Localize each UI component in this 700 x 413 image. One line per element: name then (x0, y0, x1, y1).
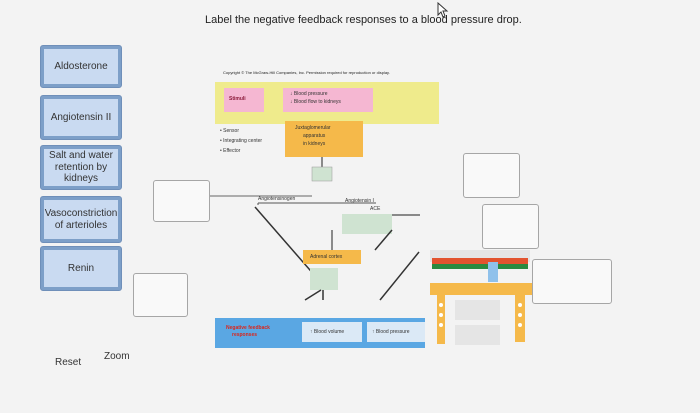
label-salt-water-retention[interactable]: Salt and water retention by kidneys (40, 145, 122, 190)
drop-target-1[interactable] (153, 180, 210, 222)
stimuli-line-2: ↓ Blood flow to kidneys (290, 99, 341, 105)
legend-integrating: • Integrating center (220, 138, 263, 144)
label-aldosterone[interactable]: Aldosterone (40, 45, 122, 88)
label-vasoconstriction-text: Vasoconstriction of arterioles (44, 200, 118, 239)
node-green-1 (311, 166, 333, 182)
drop-target-2[interactable] (463, 153, 520, 198)
legend-integrating-text: Integrating center (223, 138, 263, 144)
vessel-illustration (430, 250, 532, 345)
legend-sensor-text: Sensor (223, 128, 239, 134)
adrenal-box (303, 250, 361, 264)
neg-feedback-line-1: Negative feedback (226, 325, 270, 331)
label-renin-text: Renin (44, 250, 118, 287)
stimuli-label: Stimuli (229, 96, 246, 102)
blood-pressure-box (367, 322, 425, 342)
juxta-line-1: Juxtaglomerular (295, 125, 331, 131)
label-aldosterone-text: Aldosterone (44, 49, 118, 84)
ace-label: ACE (370, 206, 381, 212)
label-angiotensin-ii[interactable]: Angiotensin II (40, 95, 122, 140)
stimuli-text-box (283, 88, 373, 112)
angiotensin-i-label: Angiotensin I (345, 198, 374, 204)
drop-target-5[interactable] (532, 259, 612, 304)
reset-button[interactable]: Reset (55, 357, 82, 368)
juxta-box (285, 121, 363, 157)
neg-feedback-line-2: responses (232, 332, 258, 338)
blood-volume-label: ↑ Blood volume (310, 329, 345, 335)
label-vasoconstriction[interactable]: Vasoconstriction of arterioles (40, 196, 122, 243)
angiotensinogen-label: Angiotensinogen (258, 196, 296, 202)
juxta-line-2: apparatus (303, 133, 326, 139)
drop-target-3[interactable] (482, 204, 539, 249)
mouse-cursor-icon (437, 2, 449, 18)
label-angiotensin-ii-text: Angiotensin II (44, 99, 118, 136)
legend-effector-text: Effector (223, 148, 241, 154)
label-salt-water-retention-text: Salt and water retention by kidneys (44, 149, 118, 186)
node-green-3 (310, 268, 338, 290)
legend-effector: • Effector (220, 148, 241, 154)
neg-feedback-box (220, 322, 278, 342)
label-renin[interactable]: Renin (40, 246, 122, 291)
node-green-2 (342, 214, 392, 234)
legend-sensor: • Sensor (220, 128, 239, 134)
stimuli-line-1: ↓ Blood pressure (290, 91, 328, 97)
stimuli-box (224, 88, 264, 112)
blood-volume-box (302, 322, 362, 342)
zoom-button[interactable]: Zoom (104, 351, 130, 362)
juxta-line-3: in kidneys (303, 141, 326, 147)
copyright-text: Copyright © The McGraw-Hill Companies, I… (223, 70, 390, 75)
blood-pressure-label: ↑ Blood pressure (372, 329, 410, 335)
adrenal-label: Adrenal cortex (310, 254, 343, 260)
drop-target-4[interactable] (133, 273, 188, 317)
